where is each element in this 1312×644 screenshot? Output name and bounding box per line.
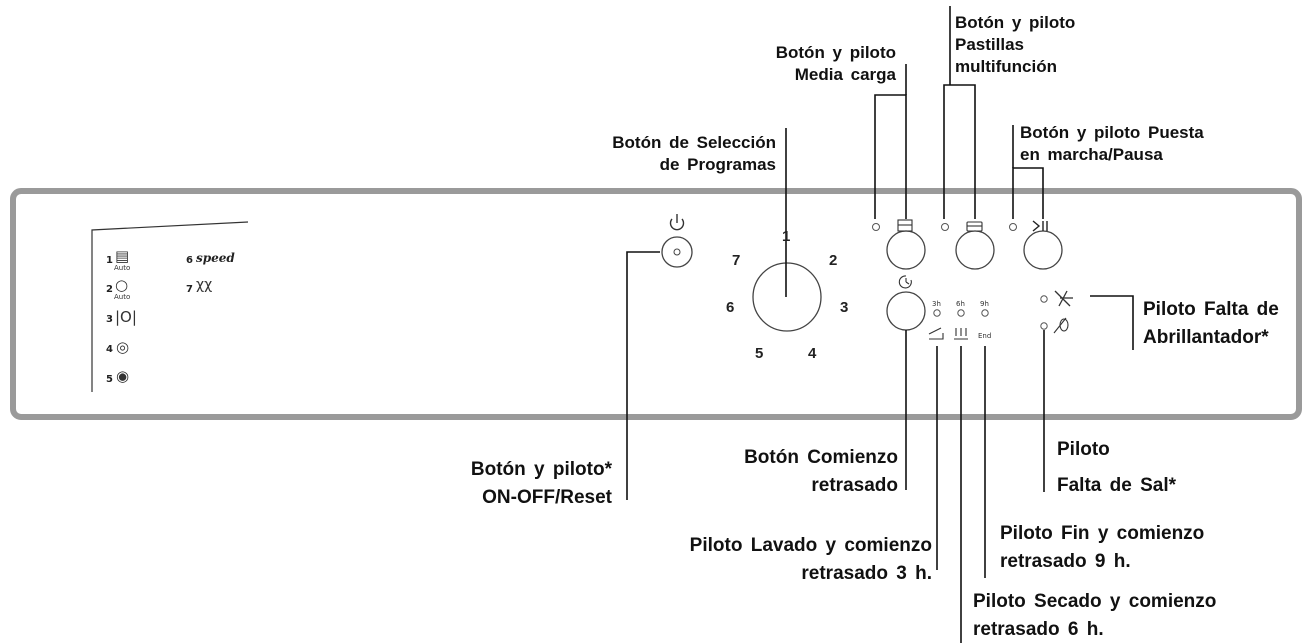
label-fin-line2: retrasado 9 h. <box>1000 551 1131 572</box>
program-num-1: 1 <box>106 255 113 266</box>
dial-number-2: 2 <box>829 252 838 269</box>
label-lavado-line1: Piloto Lavado y comienzo <box>689 535 932 556</box>
label-sal-line1: Piloto <box>1057 439 1110 460</box>
soak-icon: ◉ <box>116 367 130 385</box>
half-load-led <box>872 223 880 231</box>
multitab-button <box>955 230 995 270</box>
dry-phase-icon <box>954 328 968 340</box>
label-secado-line2: retrasado 6 h. <box>973 619 1104 640</box>
dial-number-1: 1 <box>782 228 791 245</box>
on-off-led <box>673 248 681 256</box>
label-pastillas-line2: Pastillas <box>955 35 1024 54</box>
label-pastillas-line3: multifunción <box>955 57 1057 76</box>
delay-led-9h <box>981 309 989 317</box>
start-pause-button <box>1023 230 1063 270</box>
label-lavado: Piloto Lavado y comienzo retrasado 3 h. <box>630 532 932 588</box>
label-seleccion-line1: Botón de Selección <box>612 133 776 152</box>
multitab-led <box>941 223 949 231</box>
program-dial <box>752 262 822 332</box>
start-pause-icon <box>1032 220 1048 232</box>
program-num-6: 6 <box>186 255 193 266</box>
multitab-icon <box>966 221 983 232</box>
start-pause-led <box>1009 223 1017 231</box>
label-media-carga-line2: Media carga <box>794 65 896 84</box>
program-num-3: 3 <box>106 314 113 325</box>
delay-label-3h: 3h <box>932 300 941 308</box>
program-num-7: 7 <box>186 284 193 295</box>
label-abrillantador-line1: Piloto Falta de <box>1143 299 1279 320</box>
program-num-2: 2 <box>106 284 113 295</box>
delay-label-end: End <box>978 332 992 340</box>
rinse-aid-led <box>1040 295 1048 303</box>
label-comienzo-line2: retrasado <box>811 475 898 496</box>
plate-icon: |O| <box>115 308 137 326</box>
half-load-icon <box>897 219 913 232</box>
salt-led <box>1040 322 1048 330</box>
leader-lines <box>626 6 1134 643</box>
program-num-5: 5 <box>106 374 113 385</box>
dial-number-6: 6 <box>726 299 735 316</box>
delay-label-9h: 9h <box>980 300 989 308</box>
label-seleccion-line2: de Programas <box>659 155 776 174</box>
label-on-off: Botón y piloto* ON-OFF/Reset <box>380 456 612 512</box>
program-sub-1: Auto <box>114 264 131 272</box>
glasses-icon: χχ <box>196 277 213 293</box>
label-fin: Piloto Fin y comienzo retrasado 9 h. <box>1000 520 1204 576</box>
label-on-off-line2: ON-OFF/Reset <box>482 487 612 508</box>
power-icon <box>669 214 685 231</box>
label-puesta-marcha: Botón y piloto Puesta en marcha/Pausa <box>1020 122 1204 166</box>
panel-frame <box>10 188 1302 420</box>
dial-number-5: 5 <box>755 345 764 362</box>
label-comienzo-line1: Botón Comienzo <box>744 447 898 468</box>
wash-phase-icon <box>928 327 944 340</box>
rinse-aid-icon <box>1054 290 1073 307</box>
eco-icon: ◎ <box>116 338 130 356</box>
delay-label-6h: 6h <box>956 300 965 308</box>
label-abrillantador-line2: Abrillantador* <box>1143 327 1269 348</box>
program-list-bracket <box>91 221 249 392</box>
delay-led-3h <box>933 309 941 317</box>
delay-led-6h <box>957 309 965 317</box>
label-media-carga: Botón y piloto Media carga <box>730 42 896 86</box>
on-off-button <box>661 236 693 268</box>
label-media-carga-line1: Botón y piloto <box>775 43 896 62</box>
label-pastillas: Botón y piloto Pastillas multifunción <box>955 12 1075 78</box>
pot-icon: ▤ <box>115 247 130 265</box>
program-num-4: 4 <box>106 344 113 355</box>
label-lavado-line2: retrasado 3 h. <box>801 563 932 584</box>
label-on-off-line1: Botón y piloto* <box>470 459 612 480</box>
label-secado-line1: Piloto Secado y comienzo <box>973 591 1217 612</box>
delay-start-button <box>886 291 926 331</box>
label-falta-sal: Piloto Falta de Sal* <box>1057 436 1176 500</box>
label-seleccion-programas: Botón de Selección de Programas <box>540 132 776 176</box>
delay-icon <box>898 275 912 289</box>
dial-number-7: 7 <box>732 252 741 269</box>
label-pastillas-line1: Botón y piloto <box>955 13 1076 32</box>
dial-number-4: 4 <box>808 345 817 362</box>
label-sal-line2: Falta de Sal* <box>1057 475 1176 496</box>
label-puesta-marcha-line1: Botón y piloto Puesta <box>1020 123 1204 142</box>
label-secado: Piloto Secado y comienzo retrasado 6 h. <box>973 588 1216 644</box>
half-load-button <box>886 230 926 270</box>
speed-icon: speed <box>196 251 235 265</box>
pan-icon: ○ <box>115 276 129 294</box>
label-puesta-marcha-line2: en marcha/Pausa <box>1020 145 1163 164</box>
program-sub-2: Auto <box>114 293 131 301</box>
salt-icon <box>1053 317 1069 334</box>
label-comienzo-retrasado: Botón Comienzo retrasado <box>690 444 898 500</box>
dial-number-3: 3 <box>840 299 849 316</box>
label-fin-line1: Piloto Fin y comienzo <box>1000 523 1205 544</box>
label-abrillantador: Piloto Falta de Abrillantador* <box>1143 296 1279 352</box>
